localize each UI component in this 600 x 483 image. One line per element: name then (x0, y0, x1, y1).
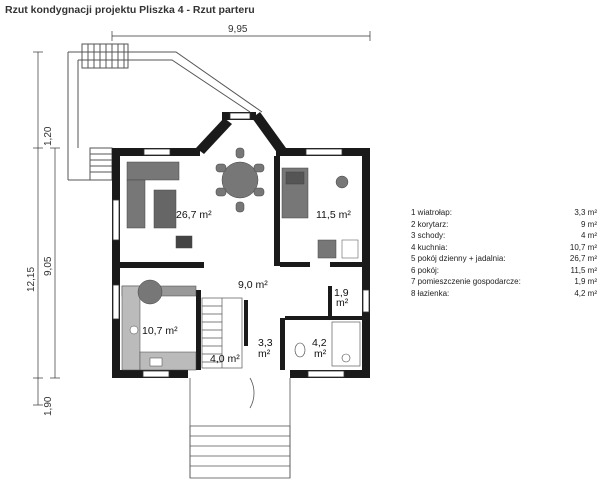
dimension-width: 9,95 (228, 24, 248, 35)
legend-value: 4 m² (581, 231, 597, 240)
legend-row: 5 pokój dzienny + jadalnia: 26,7 m² (411, 253, 597, 265)
dimension-bottom-segment: 1,90 (43, 396, 54, 416)
room-area-utility-unit: m² (336, 297, 349, 309)
living-room-furniture (126, 147, 265, 249)
kitchen-furniture (121, 279, 197, 371)
legend-row: 6 pokój: 11,5 m² (411, 265, 597, 277)
room-area-utility-number: 1,9 (334, 287, 349, 299)
dimension-inner-height: 9,05 (43, 256, 54, 276)
inner-walls (120, 156, 362, 370)
legend-name: 2 korytarz: (411, 219, 449, 229)
legend-value: 26,7 m² (569, 254, 597, 263)
room-area-corridor: 9,0 m² (238, 279, 268, 291)
bedroom-furniture (281, 167, 359, 259)
room-area-bathroom-unit: m² (314, 348, 327, 360)
legend-value: 1,9 m² (574, 277, 597, 286)
legend-value: 9 m² (581, 219, 597, 229)
legend-row: 1 wiatrołap: 3,3 m² (411, 207, 597, 219)
terrace (67, 43, 263, 181)
room-area-vestibule-unit: m² (258, 348, 271, 360)
dimension-lines (33, 31, 371, 406)
legend-row: 8 łazienka: 4,2 m² (411, 288, 597, 300)
legend-name: 4 kuchnia: (411, 242, 448, 252)
legend-row: 2 korytarz: 9 m² (411, 219, 597, 231)
legend-name: 1 wiatrołap: (411, 208, 452, 217)
legend-name: 7 pomieszczenie gospodarcze: (411, 277, 521, 286)
legend-value: 10,7 m² (569, 242, 597, 252)
legend-name: 6 pokój: (411, 265, 440, 275)
legend-row: 3 schody: 4 m² (411, 230, 597, 242)
room-area-bathroom-number: 4,2 (312, 337, 327, 349)
stairs (201, 297, 243, 369)
legend-row: 4 kuchnia: 10,7 m² (411, 242, 597, 254)
legend-value: 11,5 m² (570, 265, 597, 275)
room-area-stairs: 4,0 m² (210, 353, 240, 365)
bathroom-fixtures (294, 321, 361, 367)
legend-name: 5 pokój dzienny + jadalnia: (411, 254, 506, 263)
room-area-vestibule-number: 3,3 (258, 337, 273, 349)
room-legend: 1 wiatrołap: 3,3 m² 2 korytarz: 9 m² 3 sch… (411, 207, 597, 299)
dimension-total-height: 12,15 (26, 267, 37, 292)
room-area-kitchen: 10,7 m² (142, 325, 178, 337)
windows (112, 112, 370, 378)
room-area-bedroom: 11,5 m² (316, 209, 351, 221)
entrance (189, 377, 291, 479)
plan-title: Rzut kondygnacji projektu Pliszka 4 - Rz… (5, 4, 255, 16)
dimension-top-segment: 1,20 (43, 126, 54, 146)
room-area-living: 26,7 m² (176, 209, 212, 221)
legend-name: 8 łazienka: (411, 288, 450, 298)
legend-value: 4,2 m² (574, 288, 597, 298)
legend-value: 3,3 m² (574, 208, 597, 217)
legend-row: 7 pomieszczenie gospodarcze: 1,9 m² (411, 276, 597, 288)
legend-name: 3 schody: (411, 231, 446, 240)
